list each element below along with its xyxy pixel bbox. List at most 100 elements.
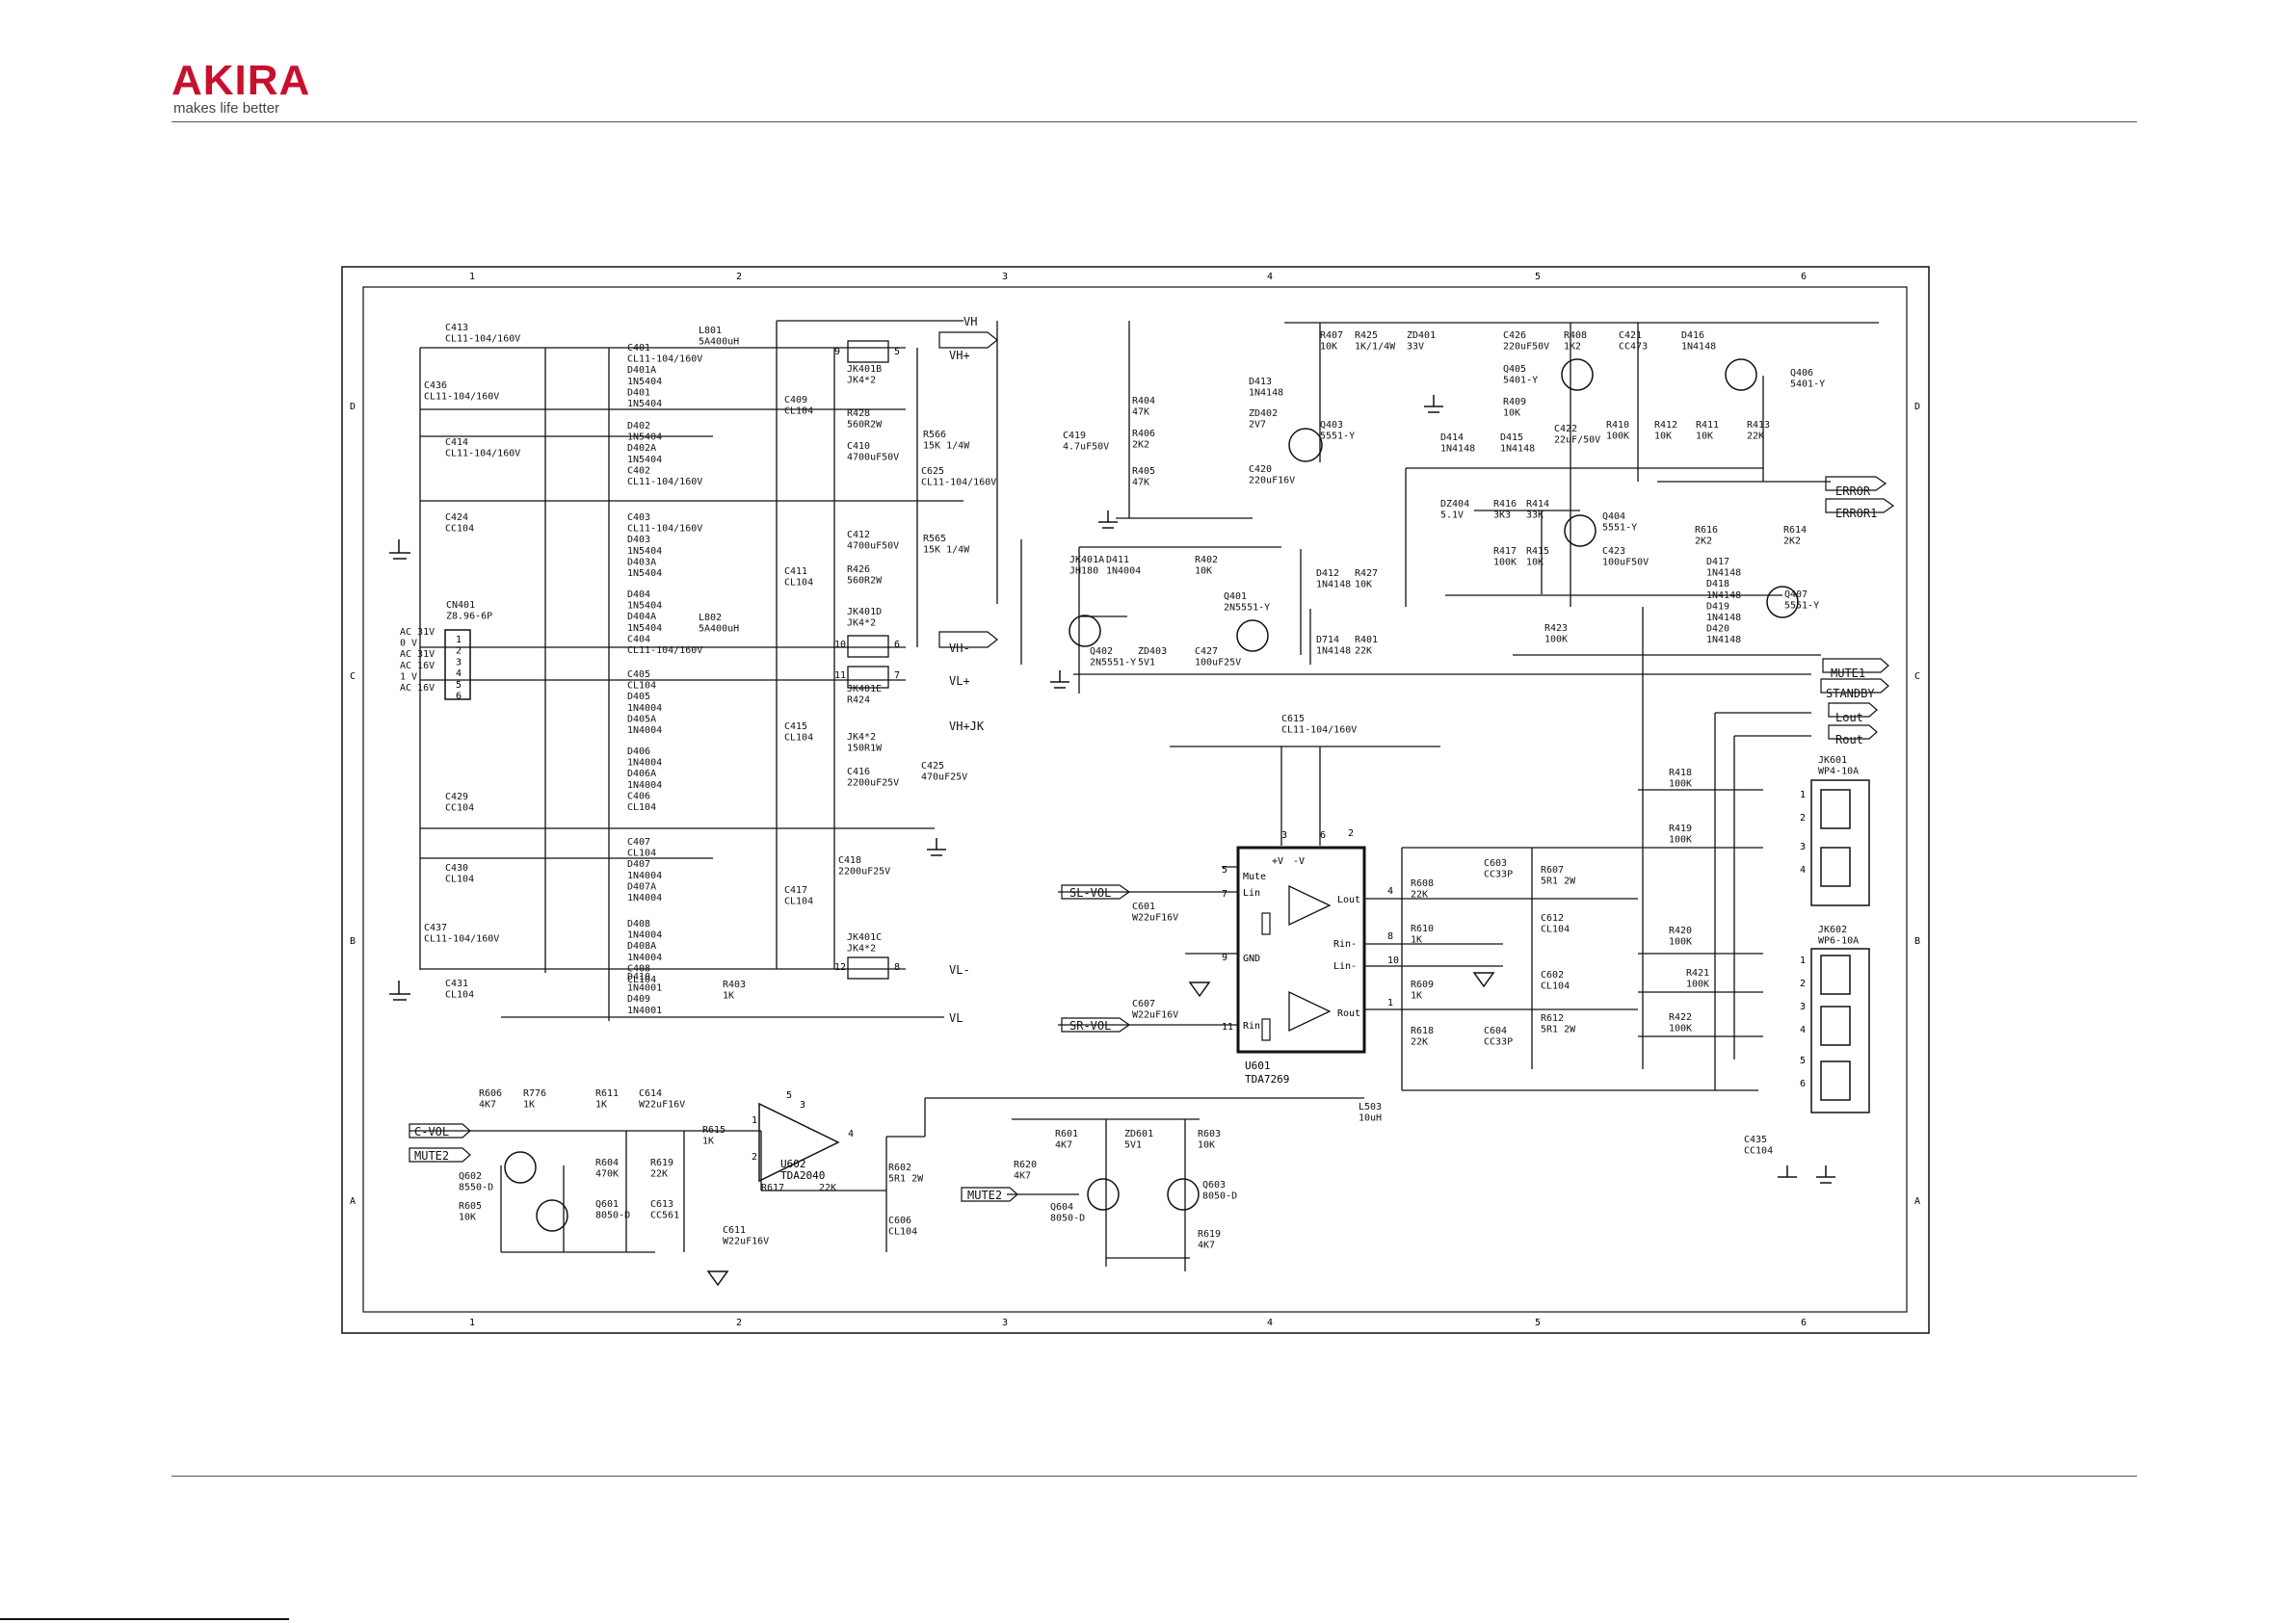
grid-column-label: 1	[469, 1318, 475, 1328]
net-label: VL-	[949, 963, 970, 977]
net-label: ERROR1	[1835, 507, 1877, 520]
ic-text: 4	[848, 1129, 854, 1139]
grid-column-label: 3	[1002, 1318, 1008, 1328]
ic-text: Rout	[1337, 1008, 1360, 1019]
grid-row-label: D	[350, 402, 356, 412]
ic-text: Mute	[1243, 872, 1266, 882]
net-label: Rout	[1835, 733, 1863, 746]
brand-name: AKIRA	[172, 57, 311, 104]
ic-text: 11	[1222, 1022, 1233, 1033]
grid-column-label: 6	[1801, 272, 1807, 282]
ic-text: 10	[834, 640, 846, 650]
wiring	[409, 320, 1879, 1271]
ic-text: 2	[1348, 828, 1354, 839]
net-label: VL	[949, 1011, 963, 1025]
grid-column-label: 2	[736, 272, 742, 282]
ic-text: 4	[1387, 886, 1393, 897]
ic-text: Lin	[1243, 888, 1260, 899]
ic-text: 5	[786, 1090, 792, 1101]
ic-text: 5	[456, 680, 462, 691]
grid-column-label: 3	[1002, 272, 1008, 282]
ic-u602	[758, 1102, 840, 1183]
switches-jk401	[847, 340, 889, 980]
ic-text: 2	[456, 646, 462, 657]
ic-text: 1	[456, 635, 462, 645]
net-label: ERROR	[1835, 484, 1871, 498]
ic-text: 8	[894, 962, 900, 973]
ic-text: 2	[1800, 813, 1806, 824]
ic-text: 1	[1800, 955, 1806, 966]
net-label: MUTE2	[967, 1189, 1002, 1202]
ic-text: 3	[1800, 842, 1806, 852]
ic-text: 6	[456, 692, 462, 702]
ic-text: 6	[1320, 830, 1326, 841]
ground-symbols	[389, 395, 1835, 1287]
ic-text: 3	[456, 657, 462, 668]
ic-text: 9	[1222, 953, 1227, 963]
connector-cn401	[444, 629, 471, 700]
